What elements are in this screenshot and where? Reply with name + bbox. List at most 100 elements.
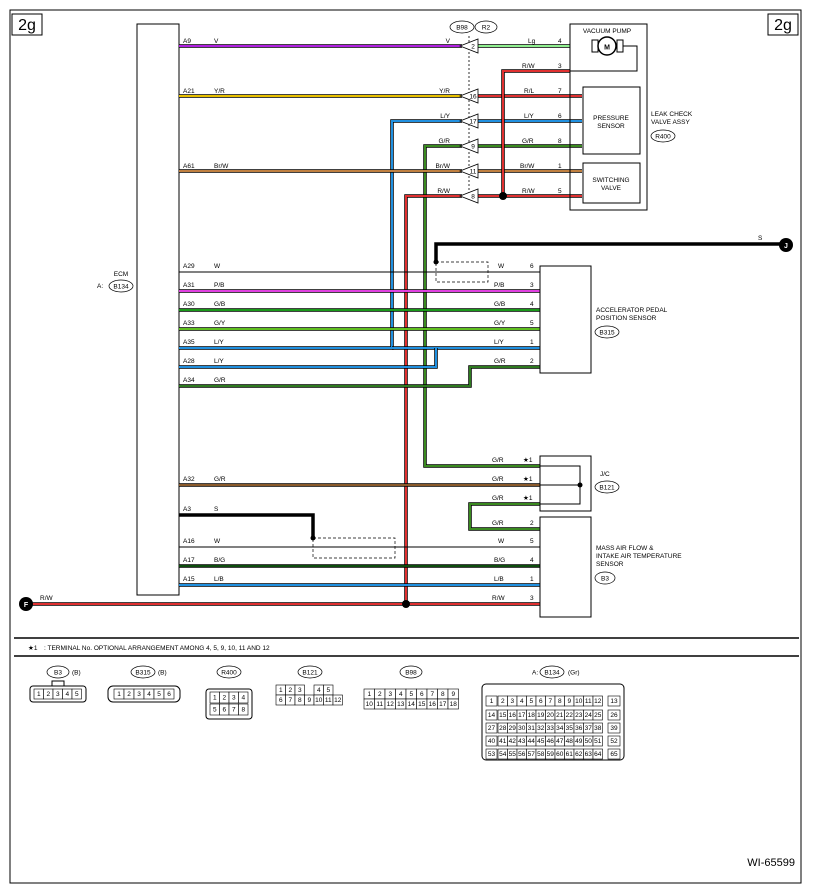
svg-text:49: 49 <box>575 738 583 745</box>
svg-text:18: 18 <box>528 712 536 719</box>
svg-text:R/W: R/W <box>492 595 506 602</box>
svg-text:10: 10 <box>575 698 583 705</box>
inline-conn-16: 16 <box>458 88 479 104</box>
svg-text:1: 1 <box>37 691 41 698</box>
b134-pin: 17 <box>516 709 527 721</box>
b3-pin: 4 <box>62 688 73 700</box>
svg-text:A61: A61 <box>183 163 195 170</box>
svg-text:A34: A34 <box>183 377 195 384</box>
svg-text:3: 3 <box>530 282 534 289</box>
svg-text:11: 11 <box>376 701 383 708</box>
note-text: : TERMINAL No. OPTIONAL ARRANGEMENT AMON… <box>44 645 270 652</box>
svg-text:14: 14 <box>488 712 496 719</box>
svg-text:4: 4 <box>520 698 524 705</box>
b315-pin: 4 <box>143 688 155 700</box>
switching-valve-line2: VALVE <box>601 185 622 192</box>
svg-text:46: 46 <box>547 738 555 745</box>
leak-check-line1: LEAK CHECK <box>651 111 693 118</box>
svg-text:3: 3 <box>137 691 141 698</box>
b134-pin: 47 <box>554 735 565 747</box>
svg-text:B134: B134 <box>544 670 560 677</box>
svg-text:R/W: R/W <box>522 63 536 70</box>
b134-pin: 54 <box>497 748 508 760</box>
svg-text:8: 8 <box>471 194 475 201</box>
b134-pin: 5 <box>526 695 537 707</box>
svg-text:★1: ★1 <box>523 475 533 483</box>
svg-text:1: 1 <box>558 163 562 170</box>
svg-text:50: 50 <box>585 738 593 745</box>
app-sensor-ref: B315 <box>599 330 615 337</box>
conn-b98-oval <box>449 20 475 34</box>
svg-text:G/B: G/B <box>494 301 505 308</box>
b98-pin: 11 <box>374 698 386 710</box>
wire-a34 <box>179 365 540 388</box>
b3-pin: 5 <box>71 688 82 700</box>
svg-text:17: 17 <box>469 119 477 126</box>
top-right-labels: Lg R/W R/L L/Y G/R Br/W R/W 4 3 7 6 8 1 … <box>520 38 562 195</box>
b98-pin: 17 <box>437 698 449 710</box>
svg-text:45: 45 <box>537 738 545 745</box>
svg-text:R/W: R/W <box>522 188 536 195</box>
svg-text:6: 6 <box>558 113 562 120</box>
svg-text:3: 3 <box>232 695 236 702</box>
inline-conn-9: 9 <box>458 138 479 154</box>
vacuum-pump-label: VACUUM PUMP <box>583 28 631 35</box>
svg-text:B/G: B/G <box>214 557 225 564</box>
b98-pin: 12 <box>384 698 396 710</box>
svg-text:8: 8 <box>241 707 245 714</box>
svg-text:63: 63 <box>585 751 593 758</box>
svg-text:G/R: G/R <box>214 377 226 384</box>
wire-a28 <box>179 348 438 369</box>
b134-pin: 38 <box>592 722 603 734</box>
svg-text:65: 65 <box>610 751 618 758</box>
svg-text:3: 3 <box>298 687 302 694</box>
svg-text:58: 58 <box>537 751 545 758</box>
svg-text:31: 31 <box>528 725 536 732</box>
inline-conn-8: 8 <box>458 188 479 204</box>
svg-text:8: 8 <box>558 698 562 705</box>
b134-pin: 44 <box>526 735 537 747</box>
svg-text:A29: A29 <box>183 263 195 270</box>
vacuum-pump-motor: M <box>570 36 638 72</box>
b134-pin: 31 <box>526 722 537 734</box>
b134-pin: 43 <box>516 735 527 747</box>
svg-text:S: S <box>214 506 219 513</box>
svg-text:26: 26 <box>610 712 618 719</box>
svg-text:30: 30 <box>518 725 526 732</box>
b134-pin: 63 <box>583 748 594 760</box>
svg-text:L/B: L/B <box>214 576 224 583</box>
svg-text:2: 2 <box>127 691 131 698</box>
b134-pin: 16 <box>507 709 518 721</box>
svg-text:6: 6 <box>222 707 226 714</box>
b315-pin: 5 <box>153 688 165 700</box>
top-pin-labels: A9 V A21 Y/R A61 Br/W <box>183 38 229 170</box>
svg-text:4: 4 <box>558 38 562 45</box>
app-sensor-line2: POSITION SENSOR <box>596 315 657 322</box>
svg-text:7: 7 <box>232 707 236 714</box>
b134-pin: 40 <box>485 735 498 747</box>
svg-text:1: 1 <box>213 695 217 702</box>
pressure-sensor-line2: SENSOR <box>597 123 625 130</box>
b121-pin: 3 <box>294 684 305 696</box>
b121-pin: 5 <box>323 684 334 696</box>
b134-pin: 37 <box>583 722 594 734</box>
svg-text:7: 7 <box>548 698 552 705</box>
inline-connectors: 2 16 17 9 11 8 <box>458 38 479 204</box>
maf-box <box>539 516 592 618</box>
b134-pin: 64 <box>592 748 603 760</box>
svg-text:G/R: G/R <box>492 457 504 464</box>
b134-pin: 12 <box>592 695 603 707</box>
svg-text:32: 32 <box>537 725 545 732</box>
b134-pin: 49 <box>573 735 584 747</box>
svg-text:53: 53 <box>488 751 496 758</box>
b134-pin: 6 <box>535 695 546 707</box>
svg-text:43: 43 <box>518 738 526 745</box>
svg-text:A33: A33 <box>183 320 195 327</box>
b134-pin: 22 <box>564 709 575 721</box>
svg-text:6: 6 <box>539 698 543 705</box>
b134-pin: 1 <box>485 695 498 707</box>
svg-text:V: V <box>214 38 219 45</box>
